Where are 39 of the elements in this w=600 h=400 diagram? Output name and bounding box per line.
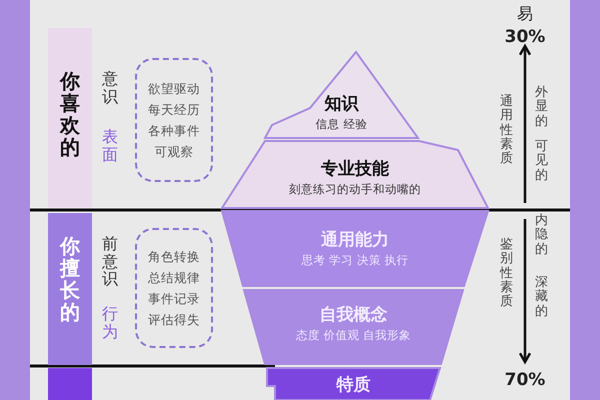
list-item: 各种事件 xyxy=(148,122,200,140)
side-label: 鉴别性素质 xyxy=(500,238,513,310)
percentage-label: 30% xyxy=(504,27,546,47)
list-item: 欲望驱动 xyxy=(148,80,200,98)
dashed-rounded-box xyxy=(135,228,213,348)
layer-title: 通用能力 xyxy=(321,229,389,251)
side-bar xyxy=(570,0,600,400)
level-label: 行为 xyxy=(102,305,118,340)
layer-description: 态度 价值观 自我形象 xyxy=(296,328,412,343)
layer-title: 知识 xyxy=(324,93,358,115)
list-item: 每天经历 xyxy=(148,101,200,119)
scale-label: 易 xyxy=(516,4,534,25)
list-item: 可观察 xyxy=(154,143,194,161)
category-band xyxy=(48,368,92,400)
side-label: 内隐的 xyxy=(535,214,548,257)
layer-description: 思考 学习 决策 执行 xyxy=(302,253,408,268)
band-title: 你擅长的 xyxy=(60,235,80,323)
percentage-label: 70% xyxy=(504,370,546,390)
list-item: 事件记录 xyxy=(148,290,200,308)
side-label: 通用性素质 xyxy=(500,95,513,166)
dashed-rounded-box xyxy=(135,58,213,182)
layer-title: 专业技能 xyxy=(321,158,389,180)
side-label: 外显的 xyxy=(535,86,548,129)
side-label: 深藏的 xyxy=(535,276,548,319)
category-band xyxy=(48,28,92,208)
level-label: 意识 xyxy=(102,70,118,106)
side-label: 可见的 xyxy=(535,140,548,183)
level-label: 前意识 xyxy=(102,235,118,288)
layer-description: 信息 经验 xyxy=(316,117,368,132)
layer-title: 特质 xyxy=(336,374,370,396)
category-band xyxy=(48,213,92,365)
level-label: 表面 xyxy=(102,128,118,164)
list-item: 角色转换 xyxy=(148,248,200,266)
layer-title: 自我概念 xyxy=(320,304,388,326)
list-item: 评估得失 xyxy=(148,311,200,329)
side-bar xyxy=(0,0,30,400)
list-item: 总结规律 xyxy=(148,269,200,287)
layer-description: 刻意练习的动手和动嘴的 xyxy=(289,182,421,197)
band-title: 你喜欢的 xyxy=(60,70,80,158)
